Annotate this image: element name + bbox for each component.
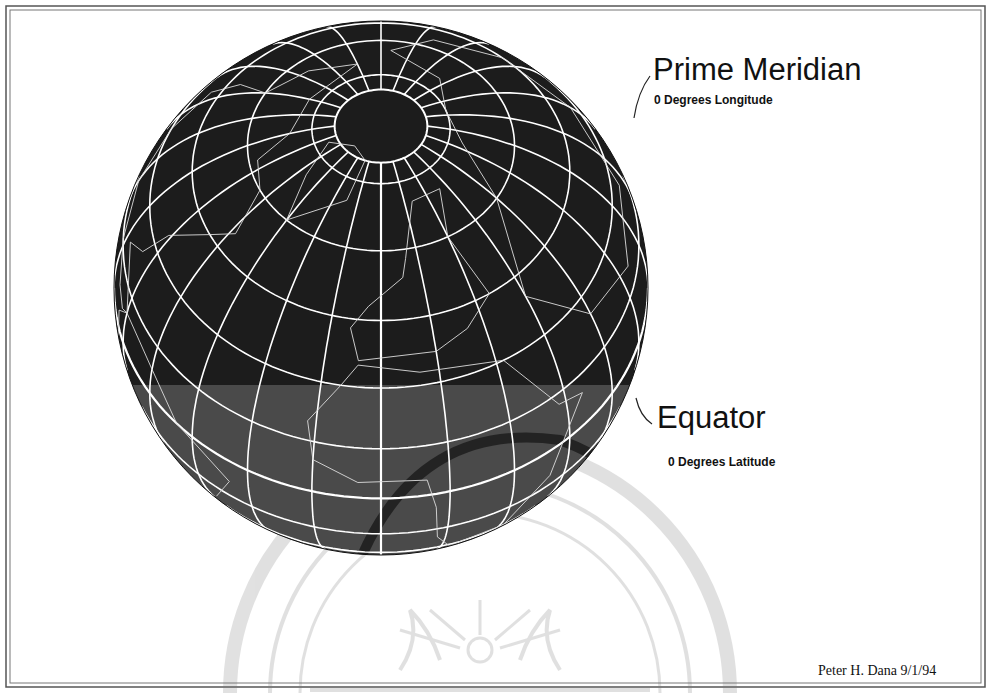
grid-line — [312, 161, 369, 549]
grid-line — [118, 310, 229, 496]
grid-line — [287, 142, 366, 220]
leader-line — [636, 398, 652, 424]
grid-line — [248, 40, 515, 250]
grid-line — [335, 90, 428, 163]
watermark-sun — [468, 638, 492, 662]
grid-line — [312, 75, 450, 184]
grid-line — [192, 23, 570, 321]
grid-line — [129, 115, 337, 201]
grid-line — [248, 158, 358, 531]
grid-line — [114, 288, 648, 498]
grid-line — [351, 189, 490, 361]
watermark-bar — [310, 688, 650, 692]
meridian-label: Prime Meridian — [653, 52, 861, 88]
globe-outline — [114, 21, 648, 555]
grid-line — [380, 21, 382, 90]
graticule — [114, 21, 648, 555]
inner-frame — [10, 10, 981, 683]
outer-frame — [6, 6, 985, 687]
grid-line — [380, 163, 382, 555]
grid-line — [123, 136, 336, 371]
grid-line — [150, 75, 612, 388]
grid-line — [427, 126, 648, 288]
grid-line — [308, 360, 583, 546]
grid-line — [273, 43, 358, 95]
grid-line — [404, 43, 489, 95]
leader-line — [634, 76, 650, 118]
scan-shadow — [360, 438, 650, 561]
grid-line — [391, 40, 628, 314]
grid-line — [142, 407, 620, 534]
equator-label: Equator — [657, 400, 766, 436]
equator-note: 0 Degrees Latitude — [668, 455, 775, 469]
coastlines — [118, 40, 628, 546]
grid-line — [226, 506, 535, 553]
watermark-flame — [400, 610, 560, 670]
grid-line — [414, 66, 545, 100]
meridian-note: 0 Degrees Longitude — [654, 93, 773, 107]
grid-line — [120, 64, 357, 313]
grid-line — [404, 158, 514, 531]
globe-body — [114, 21, 650, 560]
author-credit: Peter H. Dana 9/1/94 — [818, 663, 936, 679]
